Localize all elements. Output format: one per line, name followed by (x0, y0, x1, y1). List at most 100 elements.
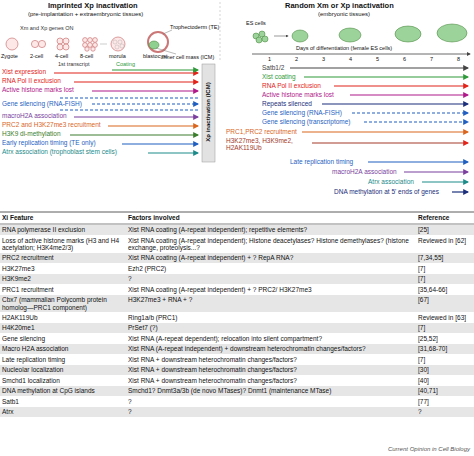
event-note: Coating (116, 61, 135, 67)
table-rule (0, 212, 474, 213)
reference-cell: [7] (418, 275, 425, 283)
timeline-label: Atrx association (trophoblast stem cells… (2, 148, 117, 155)
table-header: Xi Feature (2, 214, 33, 221)
feature-cell: Nucleolar localization (2, 366, 126, 374)
factor-cell: H3K27me3 + RNA + ? (128, 296, 414, 304)
reference-cell: Reviewed in [62] (418, 237, 466, 245)
feature-cell: Loss of active histone marks (H3 and H4 … (2, 237, 126, 252)
feature-cell: Atrx (2, 408, 126, 416)
stage-label: 4-cell (55, 53, 68, 59)
timeline-label: Satb1/2 (262, 64, 284, 71)
axis-tick: 4 (349, 56, 352, 62)
table-row-band (0, 264, 474, 274)
reference-cell: [30] (418, 366, 429, 374)
timeline-label: Gene silencing (transcriptome) (262, 118, 351, 125)
feature-cell: H3K9me2 (2, 275, 126, 283)
axis-title: Days of differentiation (female ES cells… (296, 45, 392, 51)
timeline-label: Xist expression (2, 68, 46, 75)
event-note: 1st transcript (58, 61, 89, 67)
axis-tick: 3 (322, 56, 325, 62)
stage-label: ES cells (246, 20, 266, 26)
stage-label: Inner cell mass (ICM) (162, 54, 214, 60)
reference-cell: [7] (418, 356, 425, 364)
axis-tick: 5 (376, 56, 379, 62)
axis-tick: 7 (430, 56, 433, 62)
factor-cell: Xist RNA + downstream heterochromatin ch… (128, 356, 414, 364)
timeline-label: Early replication timing (TE only) (2, 139, 96, 146)
timeline-label: PRC2 and H3K27me3 recruitment (2, 121, 101, 128)
reference-cell: [67] (418, 296, 429, 304)
timeline-label: Active histone marks lost (262, 91, 334, 98)
feature-cell: H4K20me1 (2, 324, 126, 332)
days-axis (252, 54, 470, 55)
stage-label: Trophectoderm (TE) (170, 24, 219, 30)
table-header: Factors involved (128, 214, 180, 221)
factor-cell: ? (128, 275, 414, 283)
factor-cell: Xist RNA (A-repeat independent) + downst… (128, 345, 414, 353)
stage-label: morula (109, 53, 126, 59)
feature-cell: Late replication timing (2, 356, 126, 364)
timeline-label: H3K9 di-methylation (2, 130, 61, 137)
icm-bar (202, 64, 215, 162)
axis-tick: 6 (403, 56, 406, 62)
reference-cell: Reviewed in [63] (418, 314, 466, 322)
panel-title: Random Xm or Xp inactivation (285, 2, 394, 11)
feature-cell: Smchd1 localization (2, 377, 126, 385)
table-row-band (0, 407, 474, 417)
reference-cell: [7] (418, 324, 425, 332)
timeline-label: DNA methylation at 5' ends of genes (334, 188, 439, 195)
factor-cell: ? (128, 398, 414, 406)
reference-cell: [25,52] (418, 335, 438, 343)
table-row-band (0, 274, 474, 284)
timeline-label: Gene silencing (RNA-FISH) (262, 109, 342, 116)
timeline-label: RNA Pol II exclusion (262, 82, 321, 89)
feature-cell: Satb1 (2, 398, 126, 406)
panel-title: Imprinted Xp inactivation (48, 2, 138, 11)
reference-cell: [7] (418, 265, 425, 273)
factor-cell: Xist RNA + downstream heterochromatin ch… (128, 377, 414, 385)
axis-tick: 8 (457, 56, 460, 62)
journal-caption: Current Opinion in Cell Biology (388, 446, 470, 453)
timeline-label: Active histone marks lost (2, 86, 74, 93)
timeline-label: Repeats silenced (262, 100, 312, 107)
timeline-label: Gene silencing (RNA-FISH) (2, 100, 82, 107)
factor-cell: Ezh2 (PRC2) (128, 265, 414, 273)
icm-blob (149, 41, 159, 49)
factor-cell: Xist RNA + downstream heterochromatin ch… (128, 366, 414, 374)
timeline-label: Late replication timing (290, 158, 353, 165)
reference-cell: ? (418, 408, 422, 416)
reference-cell: [77] (418, 398, 429, 406)
table-row-band (0, 397, 474, 407)
timeline-label: H3K27me3, H3K9me2, H2AK119Ub (226, 137, 310, 152)
panel-subtitle: (pre-implantation + extraembryonic tissu… (28, 11, 143, 18)
factor-cell: Ring1a/b (PRC1) (128, 314, 414, 322)
es-cells-illustration (253, 24, 467, 43)
factor-cell: PrSet7 (?) (128, 324, 414, 332)
factor-cell: Xist RNA coating (A-repeat independent) … (128, 286, 414, 294)
feature-cell: Gene silencing (2, 335, 126, 343)
embryo-illustration (6, 32, 168, 52)
feature-cell: Macro H2A association (2, 345, 126, 353)
table-row-band (0, 313, 474, 323)
reference-cell: [40,71] (418, 387, 438, 395)
reference-cell: [31,68-70] (418, 345, 447, 353)
stage-note: Xm and Xp genes ON (20, 25, 74, 31)
table-header: Reference (418, 214, 449, 221)
stage-label: 2-cell (30, 53, 43, 59)
timeline-label: Atrx association (368, 178, 414, 185)
reference-cell: [35,64-66] (418, 286, 447, 294)
reference-cell: [7,34,55] (418, 254, 443, 262)
factor-cell: ? (128, 408, 414, 416)
feature-cell: H2AK119Ub (2, 314, 126, 322)
feature-cell: PRC1 recruitment (2, 286, 126, 294)
factor-cell: Smchd1? Dnmt3a/3b (de novo MTases)? Dnmt… (128, 387, 414, 395)
timeline-label: Xist coating (262, 73, 296, 80)
axis-tick: 1 (268, 56, 271, 62)
feature-cell: H3K27me3 (2, 265, 126, 273)
factor-cell: Xist RNA (A-repeat dependent); relocatio… (128, 335, 414, 343)
axis-tick: 2 (295, 56, 298, 62)
reference-cell: [40] (418, 377, 429, 385)
feature-cell: Cbx7 (mammalian Polycomb protein homolog… (2, 296, 126, 311)
table-row-band (0, 323, 474, 333)
